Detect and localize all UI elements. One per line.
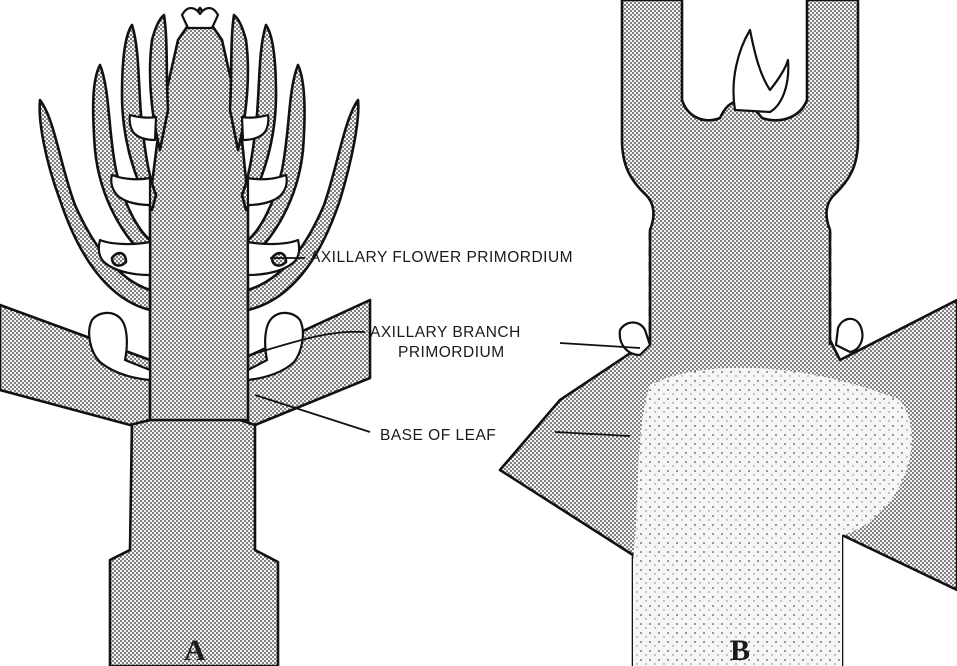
label-axillary-flower-primordium: AXILLARY FLOWER PRIMORDIUM xyxy=(310,249,573,266)
label-axillary-branch-primordium: PRIMORDIUM xyxy=(398,344,505,361)
label-axillary-branch: AXILLARY BRANCH xyxy=(370,324,521,341)
label-base-of-leaf: BASE OF LEAF xyxy=(380,427,496,444)
panel-label-a: A xyxy=(184,634,206,666)
panel-b-drawing xyxy=(500,0,957,666)
panel-label-b: B xyxy=(730,634,750,666)
